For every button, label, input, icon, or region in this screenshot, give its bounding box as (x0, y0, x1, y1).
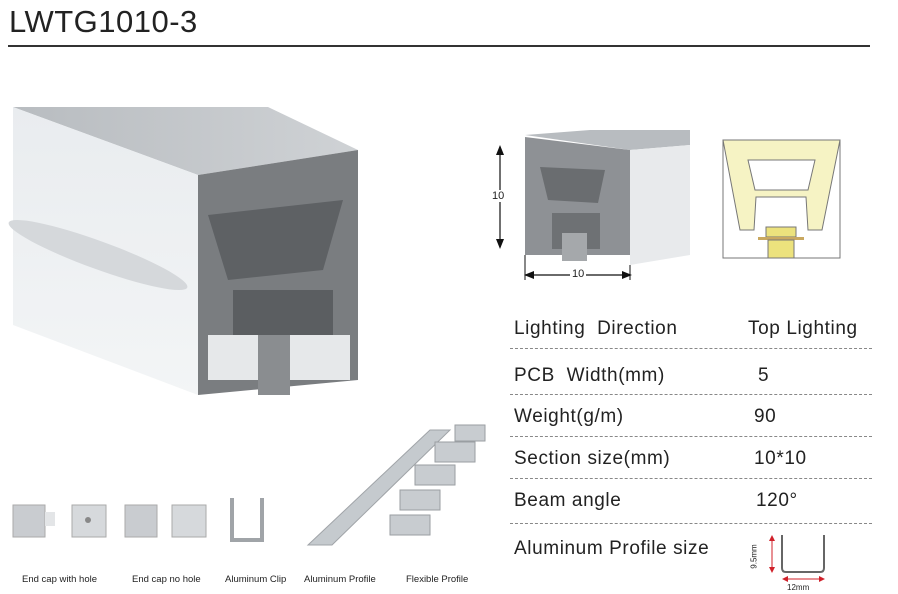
spec-label: PCB Width(mm) (514, 365, 665, 386)
row-divider (510, 394, 872, 395)
accessories-images (12, 424, 486, 546)
accessory-label: Aluminum Clip (225, 574, 287, 585)
product-title: LWTG1010-3 (9, 4, 198, 39)
row-divider (510, 478, 872, 479)
spec-label: Lighting Direction (514, 318, 678, 339)
profile-height-label: 9.5mm (749, 544, 759, 569)
flexible-profile-image (389, 424, 486, 536)
spec-label: Aluminum Profile size (514, 538, 710, 559)
profile-width-label: 12mm (787, 583, 810, 592)
spec-value: Top Lighting (748, 318, 858, 339)
spec-label: Weight(g/m) (514, 406, 624, 427)
spec-value: 90 (754, 406, 777, 427)
section-dimension-image (496, 130, 690, 280)
aluminum-profile-drawing (769, 535, 825, 582)
light-emission-diagram (722, 139, 841, 259)
spec-value: 10*10 (754, 448, 807, 469)
spec-label: Section size(mm) (514, 448, 671, 469)
accessory-label: End cap with hole (22, 574, 97, 585)
row-divider (510, 436, 872, 437)
row-divider (510, 523, 872, 524)
spec-value: 5 (758, 365, 770, 386)
end-cap-no-hole-image (124, 504, 207, 538)
accessory-label: Aluminum Profile (304, 574, 376, 585)
height-dimension-label: 10 (492, 190, 505, 202)
row-divider (510, 348, 872, 349)
aluminum-profile-image (306, 429, 452, 546)
spec-value: 120° (756, 490, 798, 511)
aluminum-clip-image (230, 498, 264, 542)
title-divider (8, 45, 870, 47)
width-dimension-label: 10 (570, 268, 587, 280)
accessory-label: End cap no hole (132, 574, 201, 585)
product-main-image (8, 107, 358, 395)
end-cap-with-hole-image (12, 504, 107, 538)
spec-label: Beam angle (514, 490, 622, 511)
accessory-label: Flexible Profile (406, 574, 469, 585)
